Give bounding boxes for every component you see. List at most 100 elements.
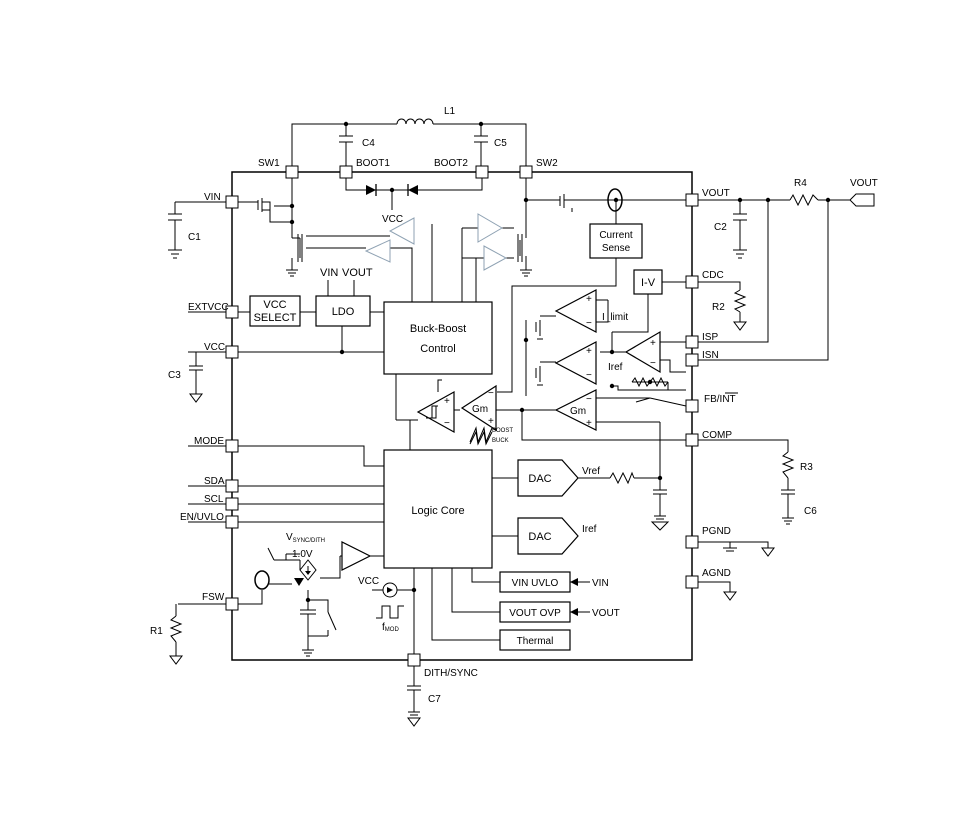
label-c3: C3	[168, 370, 181, 381]
iref-dac-label: Iref	[582, 524, 597, 535]
current-sense-label-1: Current	[599, 230, 633, 241]
ic-outline	[231, 171, 693, 661]
pin-label-extvcc: EXTVCC	[188, 302, 229, 313]
vin-arrow-icon	[570, 578, 578, 586]
bootstrap-diodes	[366, 184, 418, 196]
buck-label: BUCK	[492, 438, 509, 444]
pin-label-en-uvlo: EN/UVLO	[180, 512, 224, 523]
iref-amp-label: Iref	[608, 362, 623, 373]
gm1-minus: −	[488, 388, 494, 399]
pin-label-pgnd: PGND	[702, 526, 731, 537]
vin-uvlo-label: VIN UVLO	[512, 578, 559, 589]
pin-label-isp: ISP	[702, 332, 718, 343]
thermal-block	[499, 629, 571, 651]
amp3-plus: +	[650, 338, 656, 349]
resistor-r1	[169, 615, 183, 643]
pin-label-mode: MODE	[194, 436, 224, 447]
pin-label-scl: SCL	[204, 494, 224, 505]
vout-terminal-icon	[849, 193, 875, 207]
amp1-minus: −	[586, 318, 592, 329]
fmod-waveform-icon	[376, 605, 404, 619]
label-r3: R3	[800, 462, 813, 473]
ldo-input-vin: VIN	[320, 267, 338, 279]
dac-iref-block	[517, 517, 579, 555]
vcc-select-label-1: VCC	[263, 299, 286, 311]
capacitor-plates	[168, 135, 747, 221]
ldo-block	[315, 295, 371, 327]
comp-plus: +	[444, 396, 450, 407]
pin-squares	[225, 165, 699, 667]
label-l1: L1	[444, 106, 456, 117]
current-sense-block	[589, 223, 643, 259]
logic-core-label: Logic Core	[411, 505, 464, 517]
pin-label-cdc: CDC	[702, 270, 724, 281]
gm2-plus: +	[586, 418, 592, 429]
gm1-plus: +	[488, 416, 494, 427]
pin-label-dith-sync: DITH/SYNC	[424, 668, 478, 679]
pin-label-fsw: FSW	[202, 592, 225, 603]
vcc-driver-label: VCC	[382, 214, 403, 225]
one-volt-label: 1.0V	[292, 549, 313, 560]
pin-label-boot1: BOOT1	[356, 158, 390, 169]
pin-label-boot2: BOOT2	[434, 158, 468, 169]
amp2-plus: +	[586, 346, 592, 357]
label-vout-ext: VOUT	[850, 178, 878, 189]
resistor-r4	[789, 193, 819, 207]
label-r4: R4	[794, 178, 807, 189]
i-v-block	[633, 269, 663, 295]
pin-label-vin: VIN	[204, 192, 221, 203]
wires	[168, 123, 850, 719]
inductor-l1	[396, 118, 434, 125]
vref-label: Vref	[582, 466, 600, 477]
i-limit-label: I_limit	[602, 312, 628, 323]
thermal-label: Thermal	[517, 636, 554, 647]
label-c4: C4	[362, 138, 375, 149]
label-c1: C1	[188, 232, 201, 243]
vout-ovp-label: VOUT OVP	[509, 608, 561, 619]
pin-label-sw1: SW1	[258, 158, 280, 169]
resistor-vref	[609, 471, 635, 485]
label-c2: C2	[714, 222, 727, 233]
buck-boost-control-block	[383, 301, 493, 375]
current-sense-label-2: Sense	[602, 243, 631, 254]
label-r2: R2	[712, 302, 725, 313]
vcc-select-label-2: SELECT	[254, 312, 297, 324]
ldo-input-vout: VOUT	[342, 267, 373, 279]
pin-label-comp: COMP	[702, 430, 732, 441]
label-r1: R1	[150, 626, 163, 637]
amp3-minus: −	[650, 358, 656, 369]
buck-boost-label-1: Buck-Boost	[410, 323, 466, 335]
gate-drivers	[364, 213, 508, 271]
junction-dots	[289, 121, 831, 603]
ldo-label: LDO	[332, 306, 355, 318]
label-c5: C5	[494, 138, 507, 149]
gm-label-1: Gm	[472, 404, 488, 415]
pin-label-fb-int: FB/INT	[704, 394, 736, 405]
fsw-current-loop	[254, 570, 270, 590]
dac-vref-block	[517, 459, 579, 497]
logic-core-block	[383, 449, 493, 569]
resistor-r3	[781, 451, 795, 479]
pin-label-vcc: VCC	[204, 342, 225, 353]
vcc-source-label: VCC	[358, 576, 379, 587]
dac-iref-label: DAC	[528, 531, 551, 543]
fsw-oscillator	[267, 547, 337, 636]
vsync-label: VSYNC/DITH	[286, 532, 325, 544]
fmod-label: fMOD	[382, 622, 399, 633]
gm2-minus: −	[586, 394, 592, 405]
i-v-label: I-V	[641, 277, 656, 289]
vin-arrow-label: VIN	[592, 578, 609, 589]
fb-switch	[635, 397, 651, 403]
buck-boost-label-2: Control	[420, 343, 455, 355]
hysteresis-icon	[426, 405, 438, 419]
gm-label-2: Gm	[570, 406, 586, 417]
ground-symbols	[169, 321, 775, 727]
dac-vref-label: DAC	[528, 473, 551, 485]
boost-label: BOOST	[492, 428, 513, 434]
pin-label-agnd: AGND	[702, 568, 731, 579]
current-sense-loop	[607, 188, 623, 212]
vcc-select-block	[249, 295, 301, 327]
pin-label-vout: VOUT	[702, 188, 730, 199]
comp-minus: −	[444, 418, 450, 429]
